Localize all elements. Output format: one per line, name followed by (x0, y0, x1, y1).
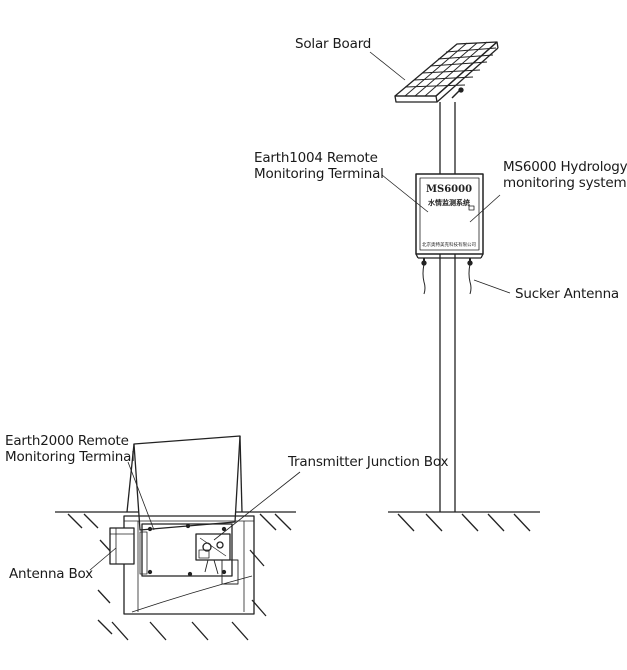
earth2000-leader (127, 461, 155, 531)
solar-board-label: Solar Board (295, 36, 372, 52)
pole-ground (388, 511, 540, 532)
cabinet-text: MS6000 水情监测系统 北京奥特美克科技有限公司 (422, 184, 476, 248)
ms6000-label-line2: monitoring system (503, 175, 627, 191)
antenna-box-leader (89, 547, 117, 571)
cabinet-model-text: MS6000 (426, 184, 472, 195)
cabinet-maker-text: 北京奥特美克科技有限公司 (422, 241, 476, 248)
earth2000-label-line1: Earth2000 Remote (5, 433, 129, 449)
cabinet-title-text: 水情监测系统 (428, 198, 470, 207)
ms6000-label: MS6000 Hydrology monitoring system (503, 159, 627, 191)
transmitter-junction-box (195, 533, 239, 585)
ms6000-cabinet (415, 173, 484, 259)
sucker-antenna-leader (473, 279, 511, 294)
earth2000-enclosure (123, 435, 255, 615)
earth1004-label: Earth1004 Remote Monitoring Terminal (254, 150, 384, 182)
junction-box-leader (213, 471, 301, 541)
sucker-antenna-left (421, 258, 427, 295)
earth2000-label-line2: Monitoring Terminal (5, 449, 135, 465)
earth1004-label-line2: Monitoring Terminal (254, 166, 384, 182)
earth1004-label-line1: Earth1004 Remote (254, 150, 378, 166)
transmitter-junction-box-label: Transmitter Junction Box (288, 454, 449, 470)
antenna-box-label: Antenna Box (9, 566, 93, 582)
solar-board-leader (369, 51, 406, 81)
sucker-antenna-label: Sucker Antenna (515, 286, 620, 302)
solar-board (394, 41, 499, 103)
ms6000-leader (469, 194, 501, 223)
leader-lines (89, 51, 511, 571)
mounting-pole (439, 102, 456, 512)
earth1004-leader (381, 174, 429, 213)
earth2000-label: Earth2000 Remote Monitoring Terminal (5, 433, 135, 465)
ms6000-label-line1: MS6000 Hydrology (503, 159, 627, 175)
sucker-antenna-right (467, 258, 473, 295)
antenna-box (109, 527, 135, 565)
